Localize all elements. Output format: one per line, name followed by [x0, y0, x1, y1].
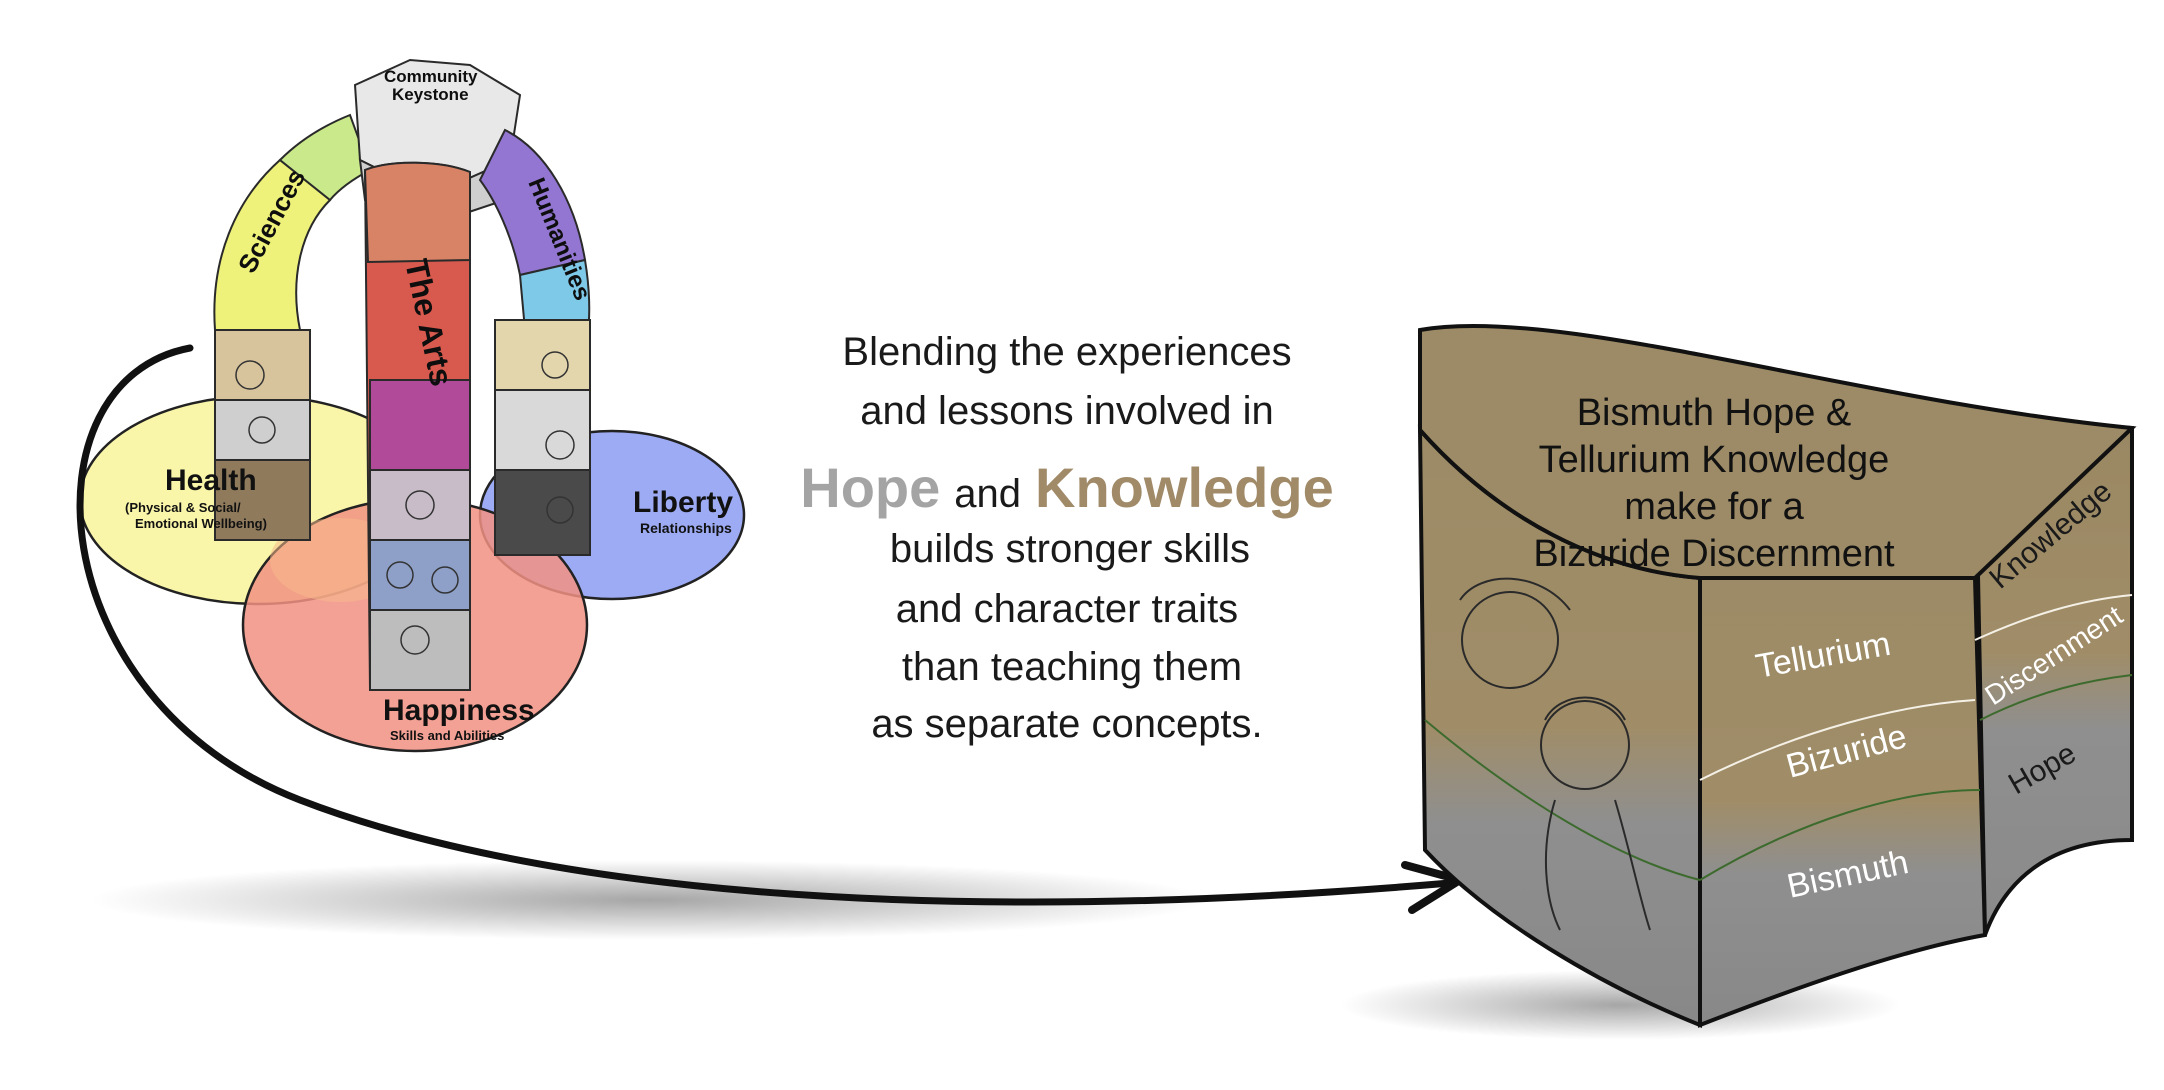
and-word: and	[954, 472, 1021, 516]
block-middle-face	[1698, 576, 1988, 1028]
center-message: Blending the experiences and lessons inv…	[800, 330, 1333, 746]
venn-liberty-title: Liberty	[633, 486, 733, 519]
venn-health-subtitle-line1: (Physical & Social/	[125, 500, 241, 515]
venn-health-subtitle-line2: Emotional Wellbeing)	[135, 516, 267, 531]
hope-word: Hope	[800, 456, 940, 519]
block-title-line4: Bizuride Discernment	[1533, 533, 1895, 575]
message-line-7: as separate concepts.	[871, 702, 1262, 746]
message-line-6: than teaching them	[902, 645, 1242, 689]
block-title-line1: Bismuth Hope &	[1577, 392, 1852, 434]
discernment-block	[1340, 323, 2137, 1040]
child-sketch-icon	[1459, 577, 1651, 931]
venn-happiness-title: Happiness	[383, 694, 535, 727]
block-title-line3: make for a	[1624, 486, 1804, 528]
venn-happiness-subtitle: Skills and Abilities	[390, 728, 504, 743]
keystone-label-line1: Community	[384, 67, 478, 86]
venn-health-title: Health	[165, 464, 257, 497]
venn-liberty-subtitle: Relationships	[640, 520, 732, 536]
curved-arrow-icon	[76, 344, 1464, 940]
message-line-2: and lessons involved in	[860, 389, 1274, 433]
block-title-line2: Tellurium Knowledge	[1539, 439, 1890, 481]
knowledge-word: Knowledge	[1035, 456, 1334, 519]
arch-face-sketches	[235, 351, 575, 655]
block-top-face	[1418, 323, 2137, 580]
message-line-1: Blending the experiences	[842, 330, 1291, 374]
block-side-face	[1972, 419, 2134, 936]
message-line-5: and character traits	[896, 587, 1238, 631]
keystone-label-line2: Keystone	[392, 85, 469, 104]
message-line-4: builds stronger skills	[890, 527, 1250, 571]
